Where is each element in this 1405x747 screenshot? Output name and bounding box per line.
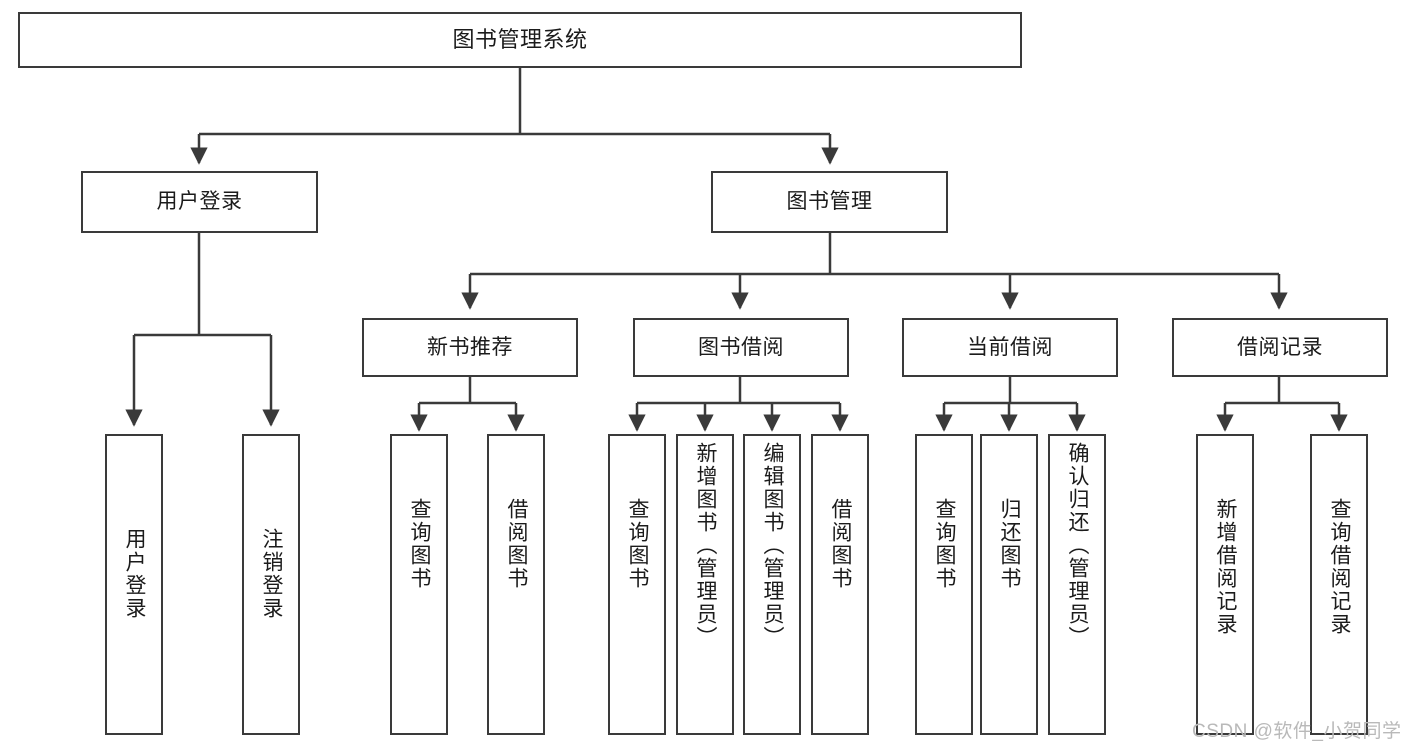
node-label: 用户登录 xyxy=(123,528,147,620)
node-label: 图书管理 xyxy=(786,190,873,214)
node-book-borrow[interactable]: 图书借阅 xyxy=(633,318,849,377)
leaf-current-borrow-confirm-return[interactable]: 确认归还（管理员） xyxy=(1048,434,1106,735)
leaf-user-login-login[interactable]: 用户登录 xyxy=(105,434,163,735)
node-label: 用户登录 xyxy=(156,190,243,214)
node-label: 归还图书 xyxy=(998,498,1022,590)
node-label: 借阅图书 xyxy=(505,498,529,590)
node-label: 新书推荐 xyxy=(427,335,513,359)
node-label: 当前借阅 xyxy=(967,335,1053,359)
csdn-watermark: CSDN @软件_小贺同学 xyxy=(1192,721,1402,742)
node-label: 查询图书 xyxy=(626,498,650,590)
node-new-book-recommend[interactable]: 新书推荐 xyxy=(362,318,578,377)
node-label: 编辑图书（管理员） xyxy=(761,442,785,649)
leaf-borrow-record-query[interactable]: 查询借阅记录 xyxy=(1310,434,1368,735)
leaf-book-borrow-borrow[interactable]: 借阅图书 xyxy=(811,434,869,735)
node-user-login[interactable]: 用户登录 xyxy=(81,171,318,233)
leaf-book-borrow-edit[interactable]: 编辑图书（管理员） xyxy=(743,434,801,735)
node-book-management[interactable]: 图书管理 xyxy=(711,171,948,233)
node-label: 查询图书 xyxy=(933,498,957,590)
node-current-borrow[interactable]: 当前借阅 xyxy=(902,318,1118,377)
leaf-new-book-query[interactable]: 查询图书 xyxy=(390,434,448,735)
node-label: 图书借阅 xyxy=(698,335,784,359)
leaf-book-borrow-query[interactable]: 查询图书 xyxy=(608,434,666,735)
node-label: 查询借阅记录 xyxy=(1328,498,1352,636)
leaf-borrow-record-add[interactable]: 新增借阅记录 xyxy=(1196,434,1254,735)
node-borrow-record[interactable]: 借阅记录 xyxy=(1172,318,1388,377)
node-label: 新增借阅记录 xyxy=(1214,498,1238,636)
leaf-book-borrow-add[interactable]: 新增图书（管理员） xyxy=(676,434,734,735)
node-label: 注销登录 xyxy=(260,528,284,620)
node-root-system[interactable]: 图书管理系统 xyxy=(18,12,1022,68)
node-label: 图书管理系统 xyxy=(452,26,588,52)
leaf-current-borrow-return[interactable]: 归还图书 xyxy=(980,434,1038,735)
leaf-new-book-borrow[interactable]: 借阅图书 xyxy=(487,434,545,735)
node-label: 新增图书（管理员） xyxy=(694,442,718,649)
node-label: 借阅记录 xyxy=(1237,335,1323,359)
node-label: 确认归还（管理员） xyxy=(1066,442,1090,649)
leaf-current-borrow-query[interactable]: 查询图书 xyxy=(915,434,973,735)
node-label: 查询图书 xyxy=(408,498,432,590)
node-label: 借阅图书 xyxy=(829,498,853,590)
leaf-user-login-logout[interactable]: 注销登录 xyxy=(242,434,300,735)
